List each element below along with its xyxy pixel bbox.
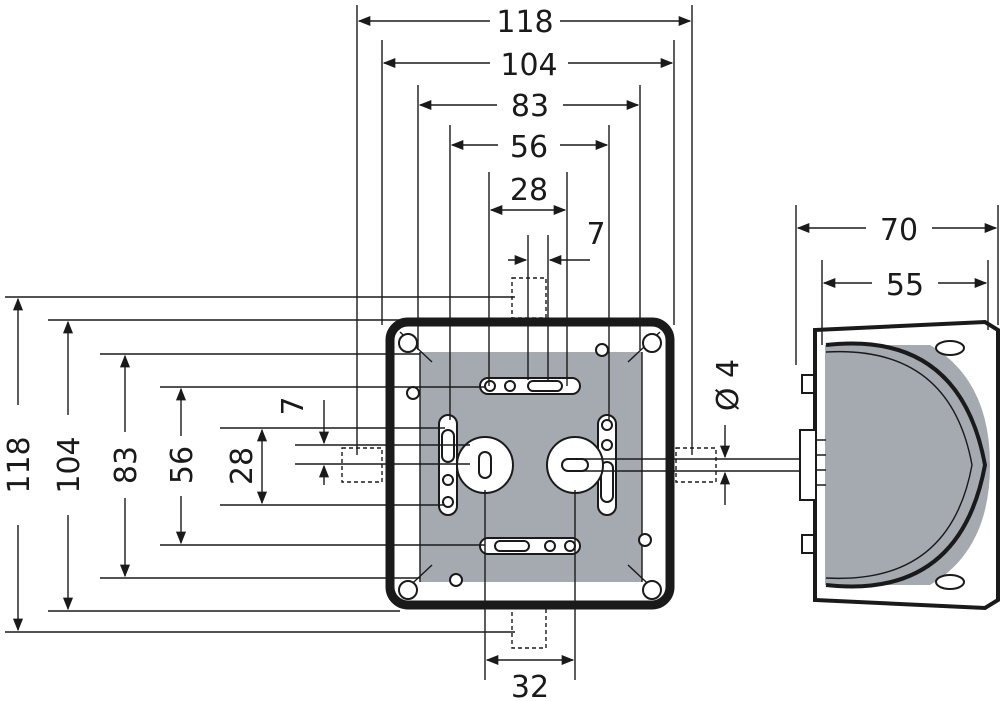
dimension-118-left-label: 118 — [2, 436, 37, 493]
dimension-83-left-label: 83 — [109, 446, 144, 484]
dimension-118-left: 118 — [2, 297, 37, 632]
dimension-55-side-label: 55 — [886, 268, 924, 303]
dimension-70-side-label: 70 — [880, 213, 918, 248]
dimension-28-top-label: 28 — [510, 173, 548, 208]
dimension-70-side: 70 — [796, 213, 998, 248]
dimension-32-bottom: 32 — [484, 490, 576, 701]
dimension-56-top-label: 56 — [510, 130, 548, 165]
dimension-56-left-label: 56 — [165, 446, 200, 484]
dimension-56-left: 56 — [165, 387, 200, 545]
dimension-83-left: 83 — [109, 354, 144, 578]
dimension-118-top: 118 — [357, 5, 692, 40]
dimension-32-bottom-label: 32 — [511, 670, 549, 701]
front-view-box — [341, 277, 717, 649]
dimension-83-top: 83 — [418, 89, 640, 124]
dimension-diameter-4: Ø 4 — [575, 359, 805, 505]
top-extension-lines — [356, 5, 693, 455]
dimension-7-top: 7 — [508, 217, 606, 266]
side-view-box — [795, 205, 1000, 611]
dimension-55-side: 55 — [822, 268, 988, 303]
dimension-104-left-label: 104 — [52, 436, 87, 493]
dimension-7-left: 7 — [276, 396, 330, 485]
dimension-7-top-label: 7 — [586, 217, 605, 252]
dimension-104-top-label: 104 — [500, 48, 557, 83]
dimension-28-left: 28 — [225, 428, 268, 505]
dimension-56-top: 56 — [450, 130, 609, 165]
dimension-7-left-label: 7 — [276, 396, 311, 415]
left-extension-lines — [5, 296, 545, 633]
dimension-104-left: 104 — [52, 320, 87, 611]
dimension-83-top-label: 83 — [511, 89, 549, 124]
dimension-118-top-label: 118 — [496, 5, 553, 40]
dimension-28-left-label: 28 — [225, 447, 260, 485]
dimension-diameter-4-label: Ø 4 — [711, 359, 746, 411]
dimension-104-top: 104 — [382, 48, 674, 83]
dimension-28-top: 28 — [489, 173, 567, 216]
